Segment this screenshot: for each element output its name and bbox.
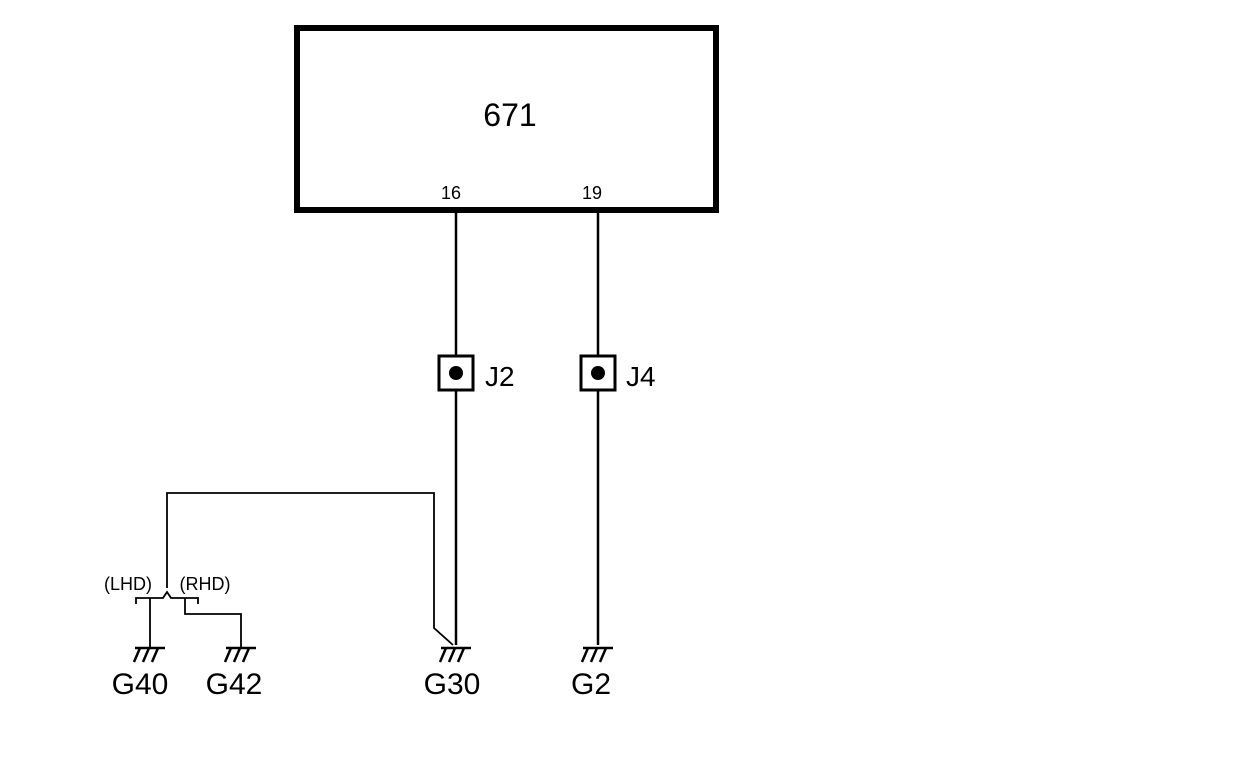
connector-label-j4: J4 [626,361,656,392]
ground-symbol-g2 [580,646,613,663]
option-bracket [135,590,199,604]
ground-label-g2: G2 [571,668,611,701]
wire-rhd-g42 [184,598,242,648]
wire-branch-option [166,492,454,646]
component-box [294,25,719,213]
ground-symbol-g30 [438,646,471,663]
ground-symbol-g42 [223,646,256,663]
connector-label-j2: J2 [485,361,515,392]
connector-j2 [437,354,475,392]
ground-label-g30: G30 [424,668,481,701]
ground-symbol-g40 [132,646,165,663]
ground-label-g40: G40 [112,668,169,701]
pin-label-16: 16 [441,183,461,203]
connector-j4 [579,354,617,392]
ground-label-g42: G42 [206,668,263,701]
component-label: 671 [483,97,536,133]
option-label-lhd: (LHD) [104,574,152,594]
pin-label-19: 19 [582,183,602,203]
option-label-rhd: (RHD) [180,574,231,594]
